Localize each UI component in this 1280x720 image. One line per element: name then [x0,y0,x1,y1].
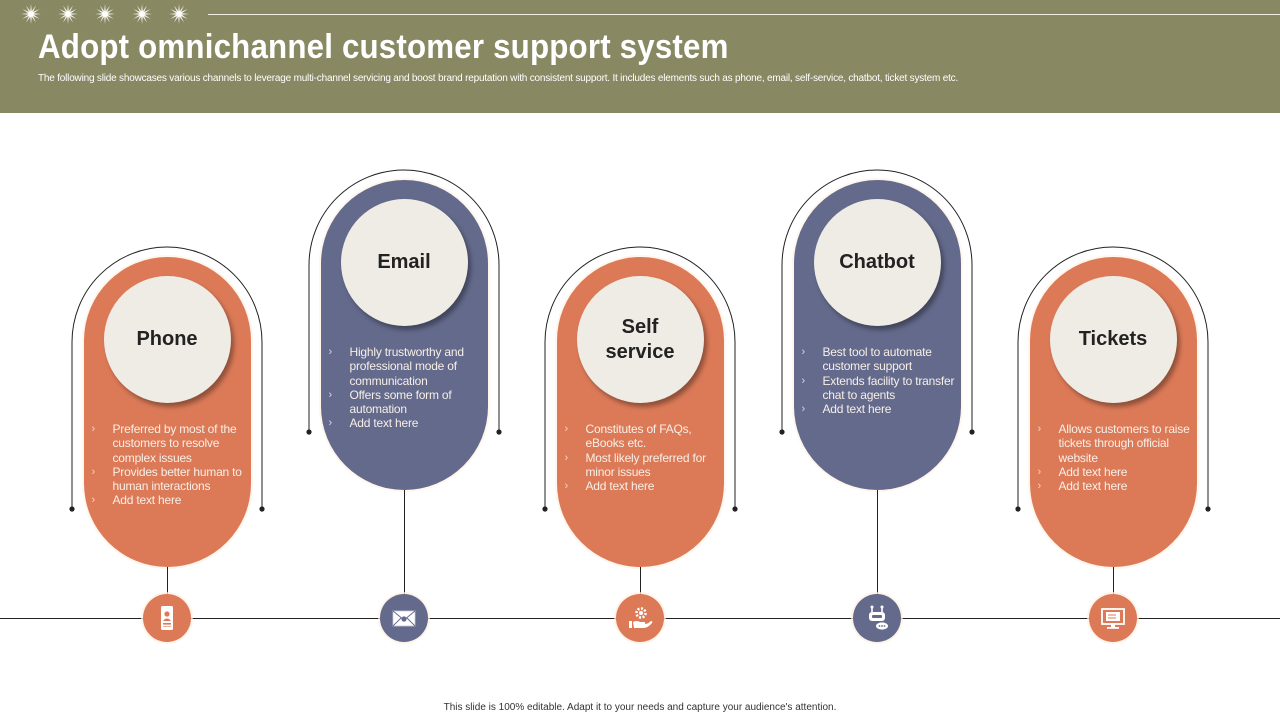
channel-title-disc: Chatbot [813,199,941,326]
channel-bullet-list: Best tool to automate customer supportEx… [802,345,955,417]
arc-end-dot [969,429,975,435]
arc-end-dot [779,429,785,435]
sparkle-star-icon [132,4,152,24]
bullet-item: Extends facility to transfer chat to age… [802,374,955,403]
footer-note: This slide is 100% editable. Adapt it to… [443,702,837,713]
channel-icon-badge-tickets [1089,594,1137,642]
bullet-item: Add text here [802,402,955,417]
channel-title: Tickets [1078,328,1148,350]
channel-title: Chatbot [839,251,915,273]
arc-end-dot [69,506,75,512]
bullet-item: Provides better human to human interacti… [92,465,245,494]
sparkle-star-icon [169,4,189,24]
mobile-contact-icon [161,606,173,630]
channel-card-self-service: Self serviceConstitutes of FAQs, eBooks … [556,257,724,567]
robot-chat-icon [869,605,888,630]
bullet-item: Add text here [92,493,245,508]
channel-card-email: EmailHighly trustworthy and professional… [320,180,488,490]
arc-end-dot [1015,506,1021,512]
bullet-item: Best tool to automate customer support [802,345,955,374]
channel-bullet-list: Preferred by most of the customers to re… [92,422,245,508]
channel-title-disc: Self service [576,276,704,403]
connector-stem [877,490,878,594]
bullet-item: Most likely preferred for minor issues [565,451,718,480]
channel-bullet-list: Highly trustworthy and professional mode… [329,345,482,431]
channel-title: Phone [136,328,198,350]
connector-stem [167,567,168,594]
channel-card-tickets: TicketsAllows customers to raise tickets… [1029,257,1197,567]
arc-end-dot [1205,506,1211,512]
connector-stem [404,490,405,594]
channel-title: Self service [605,315,675,363]
channel-title-disc: Email [340,199,468,326]
sparkle-star-icon [21,4,41,24]
header-divider [208,14,1280,15]
envelope-icon [392,610,416,627]
connector-stem [640,567,641,594]
header-banner: Adopt omnichannel customer support syste… [0,0,1280,113]
sparkle-star-icon [95,4,115,24]
arc-end-dot [306,429,312,435]
channel-card-phone: PhonePreferred by most of the customers … [83,257,251,567]
bullet-item: Add text here [329,416,482,431]
channel-card-chatbot: ChatbotBest tool to automate customer su… [793,180,961,490]
channel-title: Email [377,251,431,273]
channel-bullet-list: Allows customers to raise tickets throug… [1038,422,1191,494]
bullet-item: Constitutes of FAQs, eBooks etc. [565,422,718,451]
connector-stem [1113,567,1114,594]
channel-icon-badge-self-service [616,594,664,642]
channel-icon-badge-chatbot [853,594,901,642]
sparkle-star-icon [58,4,78,24]
bullet-item: Highly trustworthy and professional mode… [329,345,482,388]
star-decoration [20,3,190,25]
bullet-item: Allows customers to raise tickets throug… [1038,422,1191,465]
bullet-item: Preferred by most of the customers to re… [92,422,245,465]
bullet-item: Add text here [1038,479,1191,494]
bullet-item: Offers some form of automation [329,388,482,417]
arc-end-dot [732,506,738,512]
arc-end-dot [496,429,502,435]
page-title: Adopt omnichannel customer support syste… [38,28,729,66]
arc-end-dot [542,506,548,512]
channel-title-disc: Phone [103,276,231,403]
channel-title-disc: Tickets [1049,276,1177,403]
hand-gear-icon [629,607,653,628]
arc-end-dot [259,506,265,512]
bullet-item: Add text here [1038,465,1191,480]
page-subtitle: The following slide showcases various ch… [38,73,959,84]
channel-icon-badge-phone [143,594,191,642]
monitor-ticket-icon [1101,608,1125,629]
channel-icon-badge-email [380,594,428,642]
bullet-item: Add text here [565,479,718,494]
channel-bullet-list: Constitutes of FAQs, eBooks etc.Most lik… [565,422,718,494]
